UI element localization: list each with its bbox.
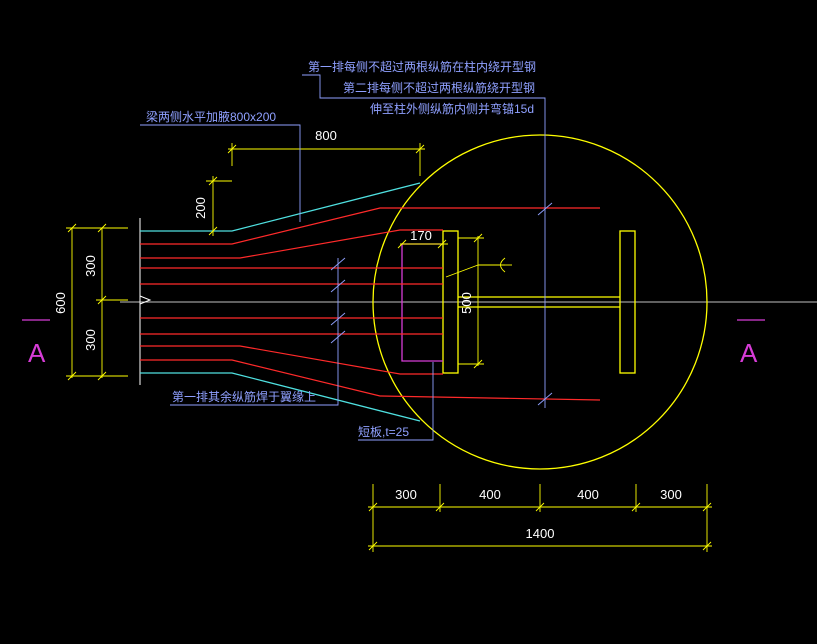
beam-bottom-edge bbox=[140, 372, 421, 422]
short-plate bbox=[401, 243, 443, 362]
rebars bbox=[140, 207, 601, 401]
leader-haunch bbox=[140, 124, 301, 222]
dim-300-lower-label: 300 bbox=[83, 329, 98, 351]
note-haunch: 梁两侧水平加腋800x200 bbox=[146, 109, 276, 124]
steel-flange-right bbox=[619, 230, 636, 374]
leader-plate bbox=[358, 362, 434, 441]
dim-haunch-length bbox=[227, 143, 425, 176]
weld-symbol bbox=[445, 257, 512, 278]
dim-seg1-label: 300 bbox=[395, 487, 417, 502]
rebar-bot-2 bbox=[140, 345, 443, 375]
leader-note1 bbox=[302, 74, 546, 408]
dim-170-label: 170 bbox=[410, 228, 432, 243]
leader-lines bbox=[140, 74, 553, 441]
steel-flange-left bbox=[442, 230, 459, 374]
note-weld-flange: 第一排其余纵筋焊于翼缘上 bbox=[172, 389, 316, 404]
rebar-top-1 bbox=[140, 207, 600, 245]
dim-200-label: 200 bbox=[193, 197, 208, 219]
rebar-bot-1 bbox=[140, 359, 601, 401]
dim-plate-height bbox=[458, 233, 484, 369]
dim-600-label: 600 bbox=[53, 292, 68, 314]
rebar-top-2 bbox=[140, 229, 443, 259]
dim-plate-width bbox=[397, 239, 448, 249]
note-row2-bypass: 第二排每侧不超过两根纵筋绕开型钢 bbox=[343, 80, 535, 95]
dim-total-label: 1400 bbox=[526, 526, 555, 541]
dim-500-label: 500 bbox=[459, 292, 474, 314]
section-marker-right: A bbox=[737, 319, 765, 368]
beam-top-edge bbox=[140, 182, 421, 232]
note-row1-bypass: 第一排每侧不超过两根纵筋在柱内绕开型钢 bbox=[308, 59, 536, 74]
dim-seg2-label: 400 bbox=[479, 487, 501, 502]
section-label-left: A bbox=[28, 338, 46, 368]
section-label-right: A bbox=[740, 338, 758, 368]
break-mark bbox=[139, 295, 152, 305]
dim-300-upper-label: 300 bbox=[83, 255, 98, 277]
section-marker-left: A bbox=[22, 319, 50, 368]
dim-800-label: 800 bbox=[315, 128, 337, 143]
dim-seg4-label: 300 bbox=[660, 487, 682, 502]
dim-column-chain bbox=[368, 484, 712, 552]
note-short-plate: 短板,t=25 bbox=[358, 425, 409, 439]
dim-beam-height bbox=[66, 223, 128, 381]
column-circle bbox=[372, 134, 708, 470]
dim-haunch-height bbox=[206, 176, 232, 236]
note-anchor-15d: 伸至柱外侧纵筋内侧并弯锚15d bbox=[370, 101, 534, 116]
dim-seg3-label: 400 bbox=[577, 487, 599, 502]
leader-weld bbox=[170, 258, 339, 406]
